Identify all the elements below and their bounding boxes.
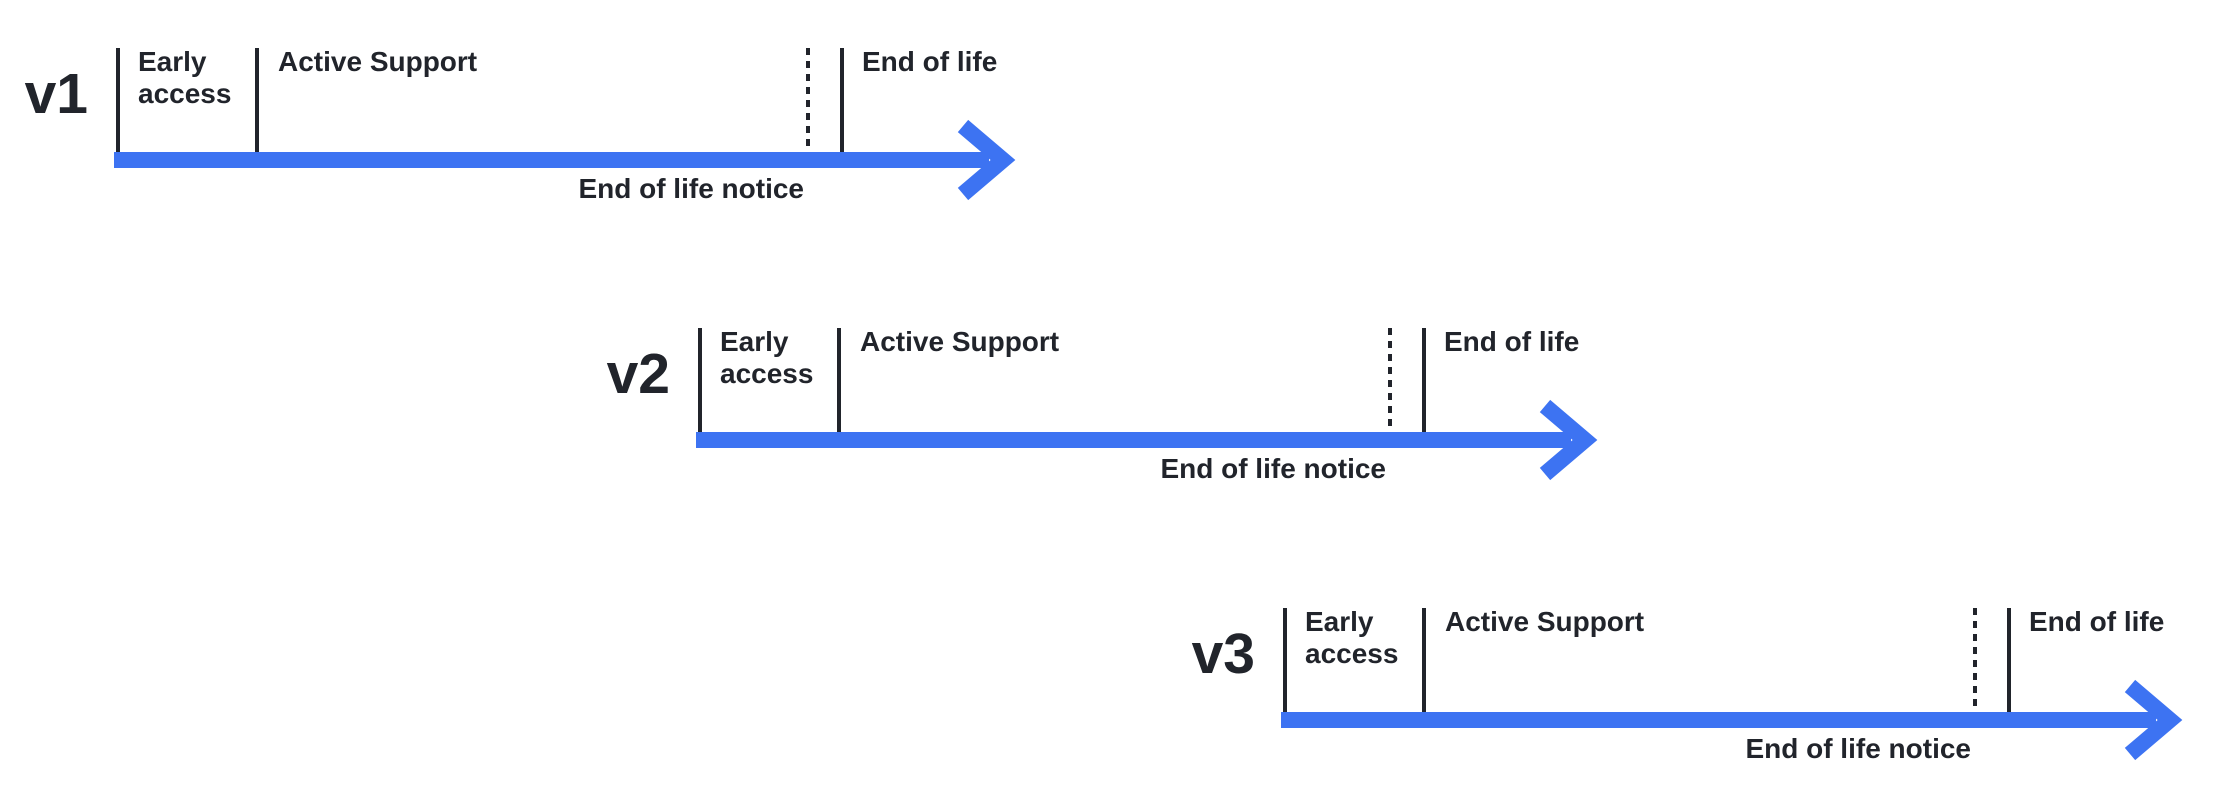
end-of-life-notice-label: End of life notice	[1745, 733, 1971, 764]
early-access-start-tick	[698, 328, 702, 432]
timeline-arrow	[696, 399, 1598, 481]
timeline-row-v1: v1 Early access Active Support End of li…	[25, 46, 1038, 218]
active-support-label: Active Support	[1445, 606, 1645, 637]
end-of-life-tick	[1422, 328, 1426, 432]
early-access-start-tick	[116, 48, 120, 152]
version-label: v3	[1191, 622, 1255, 686]
version-label: v2	[606, 342, 670, 406]
active-support-label: Active Support	[860, 326, 1060, 357]
early-access-label: Early access	[720, 326, 814, 389]
end-of-life-label: End of life	[2029, 606, 2165, 637]
early-access-label: Early access	[1305, 606, 1399, 669]
end-of-life-notice-label: End of life notice	[578, 173, 804, 204]
end-of-life-notice-label: End of life notice	[1160, 453, 1386, 484]
arrowhead-icon	[1539, 399, 1598, 481]
active-support-start-tick	[1422, 608, 1426, 712]
arrowhead-icon	[2124, 679, 2183, 761]
timeline-arrow	[114, 119, 1016, 201]
active-support-start-tick	[255, 48, 259, 152]
arrow-shaft	[114, 152, 989, 168]
timeline-row-v3: v3 Early access Active Support End of li…	[1192, 606, 2205, 778]
early-access-label: Early access	[138, 46, 232, 109]
arrow-shaft	[696, 432, 1571, 448]
arrow-shaft	[1281, 712, 2156, 728]
active-support-start-tick	[837, 328, 841, 432]
active-support-label: Active Support	[278, 46, 478, 77]
eol-notice-dashed-line	[1973, 608, 1977, 708]
timeline-arrow	[1281, 679, 2183, 761]
version-label: v1	[24, 62, 88, 126]
end-of-life-tick	[840, 48, 844, 152]
eol-notice-dashed-line	[806, 48, 810, 148]
eol-notice-dashed-line	[1388, 328, 1392, 428]
arrowhead-icon	[957, 119, 1016, 201]
timeline-row-v2: v2 Early access Active Support End of li…	[607, 326, 1620, 498]
end-of-life-tick	[2007, 608, 2011, 712]
end-of-life-label: End of life	[1444, 326, 1580, 357]
end-of-life-label: End of life	[862, 46, 998, 77]
early-access-start-tick	[1283, 608, 1287, 712]
